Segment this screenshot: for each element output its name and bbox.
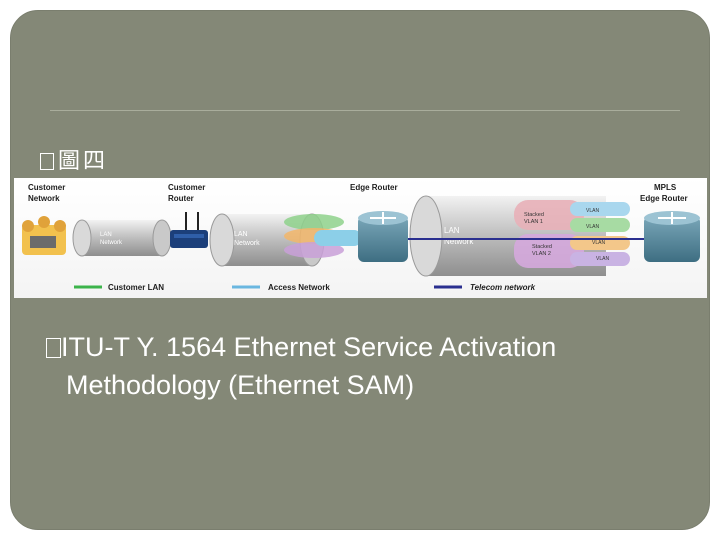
edge-router-icon [358, 211, 408, 262]
customer-people-icon [22, 216, 66, 255]
lan-mid-label-1: LAN [234, 231, 248, 238]
heading-text: 圖四 [58, 149, 109, 174]
stacked-vlan2-label-2: VLAN 2 [532, 251, 551, 257]
lan-network-cylinder-mid [209, 213, 362, 267]
vlan-tag-3: VLAN [592, 240, 605, 246]
edge-router-label: Edge Router [350, 183, 398, 192]
mpls-label-1: MPLS [654, 183, 677, 192]
heading: 圖四 [40, 143, 108, 175]
bullet-icon [40, 153, 54, 170]
body-line-1: ITU-T Y. 1564 Ethernet Service Activatio… [61, 332, 557, 362]
title-divider [50, 110, 680, 111]
stacked-vlan2-label-1: Stacked [532, 244, 552, 250]
legend-telecom-network: Telecom network [470, 283, 536, 292]
stacked-vlan1-label-2: VLAN 1 [524, 219, 543, 225]
vlan-tag-1: VLAN [586, 208, 599, 214]
stacked-vlan1-label-1: Stacked [524, 212, 544, 218]
customer-router-label-2: Router [168, 194, 194, 203]
lan-network-cylinder-small [72, 219, 172, 257]
legend-access-network: Access Network [268, 283, 330, 292]
customer-router-label-1: Customer [168, 183, 205, 192]
customer-router-icon [170, 212, 208, 248]
lan-big-label-2: Network [444, 237, 474, 246]
mpls-router-icon [644, 211, 700, 262]
bullet-icon [46, 338, 61, 358]
body-text: ITU-T Y. 1564 Ethernet Service Activatio… [46, 328, 686, 404]
lan-network-cylinder-big [409, 195, 630, 277]
lan-mid-label-2: Network [234, 240, 260, 247]
customer-network-label-1: Customer [28, 183, 65, 192]
lan-big-label-1: LAN [444, 226, 460, 235]
body-line-2: Methodology (Ethernet SAM) [66, 370, 415, 400]
vlan-tag-2: VLAN [586, 224, 599, 230]
network-diagram: Customer Network LAN Network Customer Ro… [14, 178, 707, 298]
customer-network-label-2: Network [28, 194, 60, 203]
lan-small-label-1: LAN [100, 232, 112, 238]
legend-customer-lan: Customer LAN [108, 283, 164, 292]
mpls-label-2: Edge Router [640, 194, 688, 203]
lan-small-label-2: Network [100, 240, 123, 246]
vlan-tag-4: VLAN [596, 256, 609, 262]
